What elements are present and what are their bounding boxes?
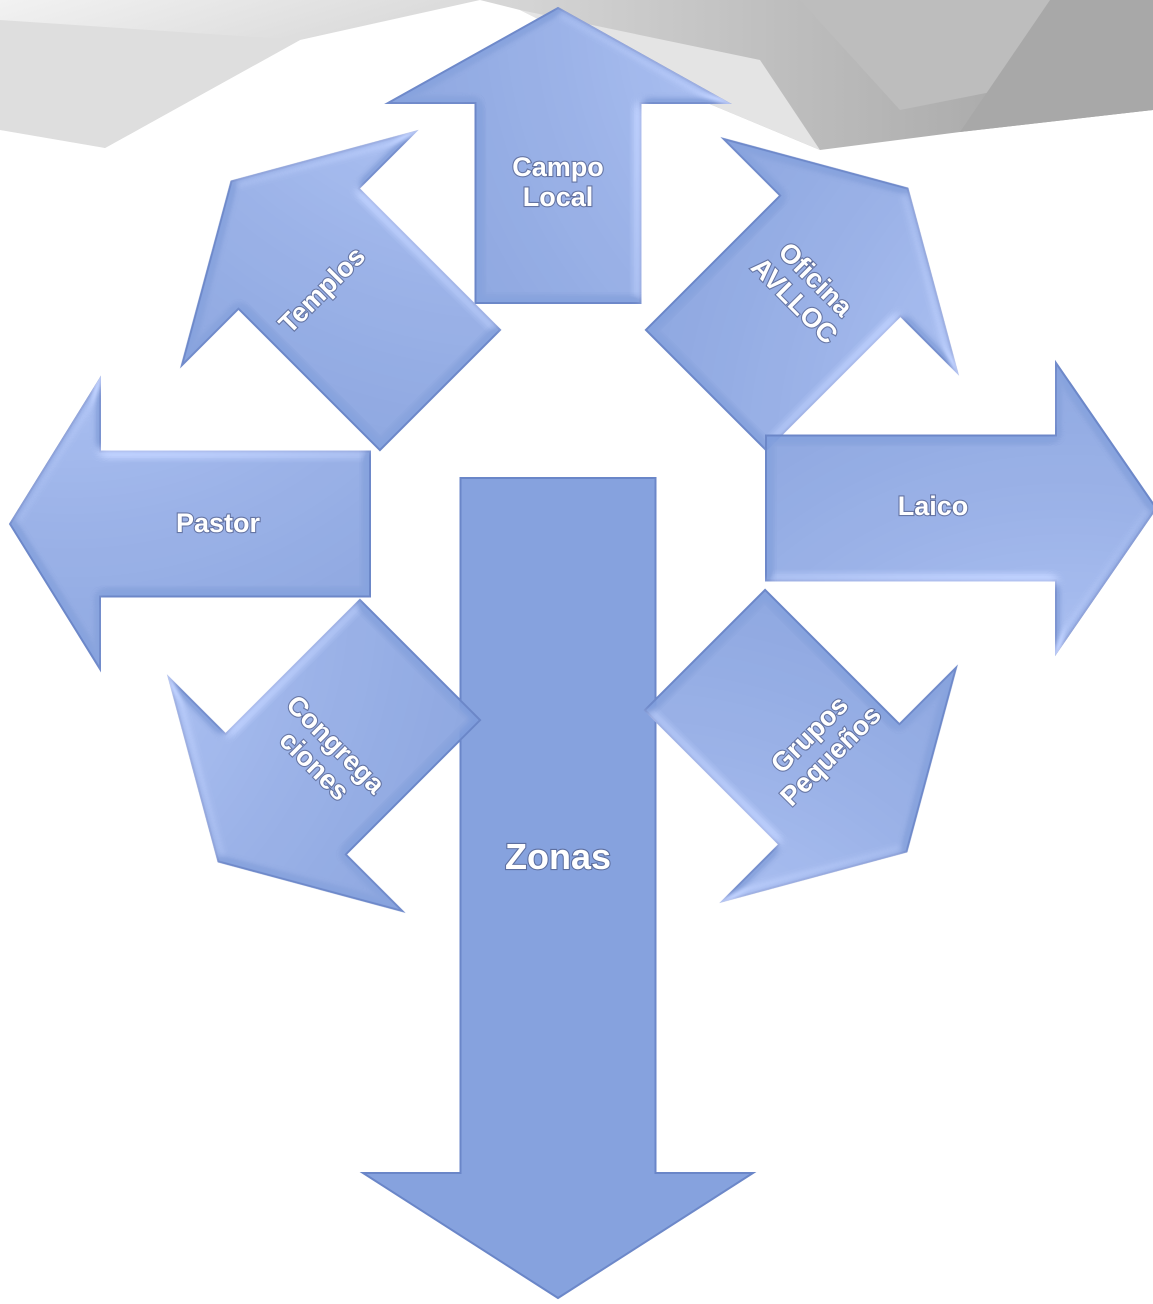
zonas-label: Zonas	[505, 836, 611, 877]
decor-background-polygons	[0, 0, 1153, 150]
zonas-arrow-down-icon	[359, 477, 757, 1300]
campo-local-label-line-1: Campo	[512, 152, 604, 182]
laico-label-line-1: Laico	[898, 491, 969, 521]
laico-arrow-right-icon	[765, 359, 1153, 657]
congregaciones-arrow-down-left-icon	[167, 598, 482, 913]
pastor-label: Pastor	[176, 508, 261, 538]
pastor-arrow-left-icon	[8, 375, 371, 673]
grupos-pequenos-arrow-down-right-icon	[643, 588, 958, 903]
laico-label: Laico	[898, 491, 969, 521]
campo-local-label-line-2: Local	[523, 182, 594, 212]
oficina-avlloc-arrow-up-right-icon	[644, 137, 959, 452]
campo-local-arrow-up-icon	[384, 6, 732, 304]
templos-arrow-up-left-icon	[179, 129, 502, 452]
arrows-layer	[8, 6, 1153, 1300]
pastor-label-line-1: Pastor	[176, 508, 261, 538]
